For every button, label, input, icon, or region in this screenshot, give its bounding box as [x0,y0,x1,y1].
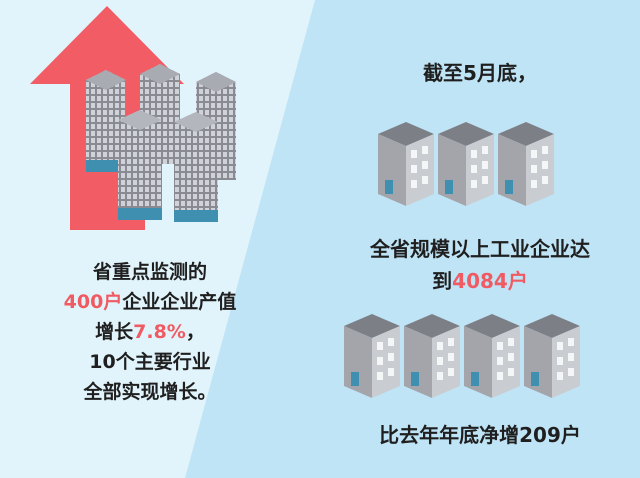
skyscrapers-icon [86,64,236,222]
left-line-3: 增长7.8%， [0,318,300,346]
right-heading: 截至5月底， [423,61,537,85]
right-line-3: 比去年年底净增209户 [379,423,581,447]
output-highlight: 400户 [63,291,123,313]
left-line-3-suffix: ， [185,321,205,343]
office-buildings-icon [378,122,554,206]
left-line-3-prefix: 增长 [95,321,134,343]
left-line-1: 省重点监测的 [92,261,207,283]
right-line-1: 全省规模以上工业企业达 [370,237,590,261]
left-line-5: 全部实现增长。 [83,381,217,403]
growth-highlight: 7.8% [133,321,186,343]
left-line-4: 10个主要行业 [89,351,211,373]
left-line-2: 400户企业企业产值 [0,288,300,316]
enterprise-count-highlight: 4084户 [452,269,528,293]
left-line-2-rest: 企业企业产值 [122,291,237,313]
office-buildings-icon [344,314,580,398]
right-line-2-prefix: 到 [432,269,453,293]
right-line-2: 到4084户 [320,266,640,296]
